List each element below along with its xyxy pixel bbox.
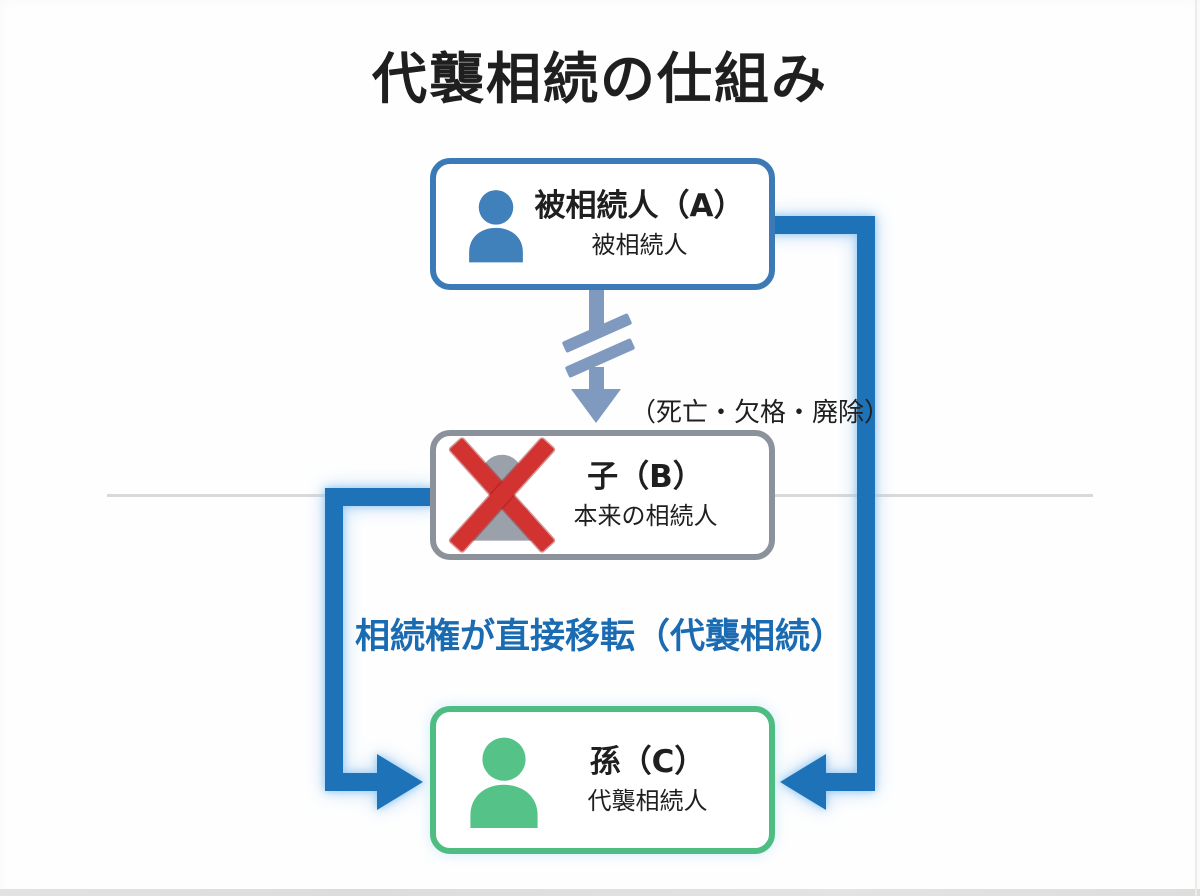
page-title: 代襲相続の仕組み — [371, 47, 828, 111]
left-arrow-top-segment — [325, 488, 435, 506]
node-decedent-a: 被相続人（A） 被相続人 — [430, 158, 775, 290]
grandchild-subtitle: 代襲相続人 — [587, 786, 708, 815]
grandchild-icon-wrap — [464, 730, 544, 830]
right-arrow-vertical-segment — [857, 216, 875, 791]
transfer-note: 相続権が直接移転（代襲相続） — [354, 617, 845, 657]
person-icon — [470, 737, 538, 828]
node-grandchild-c: 孫（C） 代襲相続人 — [430, 706, 775, 854]
right-arrow-top-segment — [765, 216, 875, 234]
right-arrowhead-icon — [780, 754, 826, 810]
child-subtitle: 本来の相続人 — [573, 501, 718, 530]
person-icon — [469, 190, 523, 263]
child-title: 子（B） — [587, 458, 704, 495]
grandchild-title: 孫（C） — [589, 743, 706, 780]
broken-arrow-shaft-bottom — [589, 367, 604, 391]
bottom-edge-artifact — [0, 889, 1200, 896]
child-icon-wrap — [449, 438, 555, 552]
left-arrowhead-icon — [377, 754, 423, 810]
right-arrow-bottom-segment — [826, 773, 875, 791]
right-edge-artifact — [1195, 0, 1197, 896]
node-child-b: 子（B） 本来の相続人 — [430, 430, 775, 560]
left-arrow-bottom-segment — [325, 773, 379, 791]
decedent-icon-wrap — [464, 185, 528, 263]
left-arrow-vertical-segment — [325, 488, 343, 791]
succession-cause-label: （死亡・欠格・廃除） — [630, 398, 891, 428]
decedent-title: 被相続人（A） — [534, 187, 745, 224]
decedent-subtitle: 被相続人 — [591, 230, 688, 259]
down-arrowhead-icon — [571, 389, 621, 423]
broken-arrow-shaft-top — [589, 287, 604, 331]
